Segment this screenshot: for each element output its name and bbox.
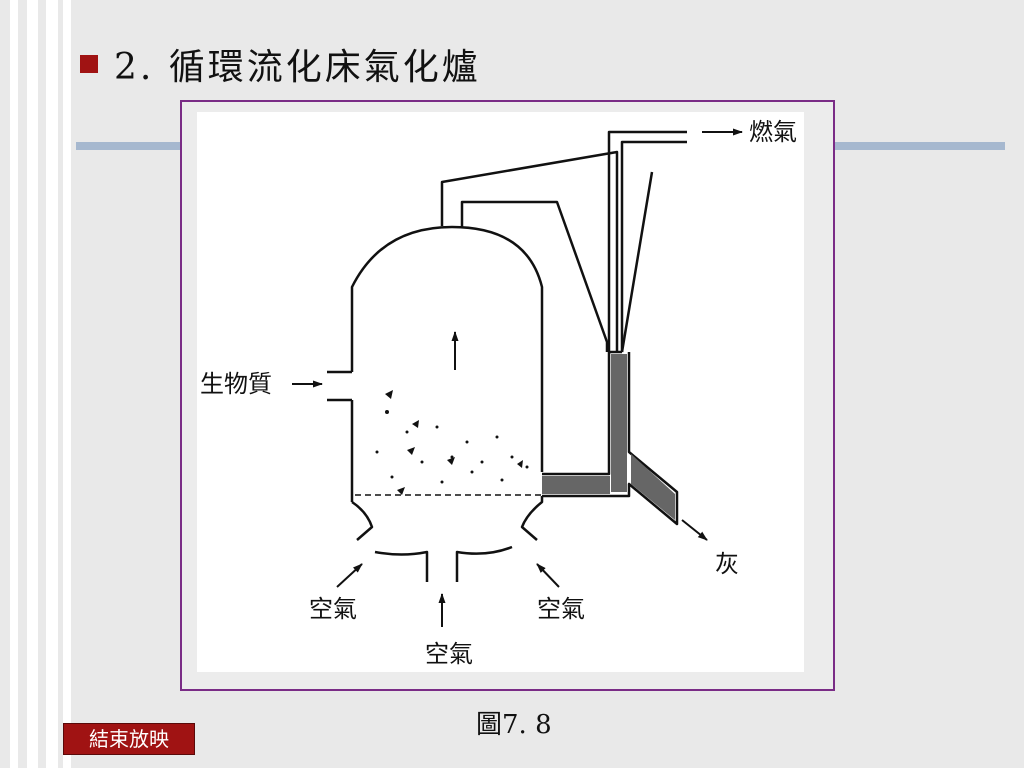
ash-arrow bbox=[681, 519, 708, 541]
bed-particles bbox=[375, 390, 529, 495]
accent-line-left bbox=[76, 142, 182, 150]
gasifier-diagram: 燃氣 生物質 灰 空氣 空氣 空氣 bbox=[200, 118, 797, 668]
figure-caption: 圖7. 8 bbox=[476, 710, 552, 740]
reactor-wall-left bbox=[350, 225, 544, 472]
cyclone-outer bbox=[607, 130, 687, 352]
reactor-bottom bbox=[351, 500, 374, 541]
figure-frame: 燃氣 生物質 灰 空氣 空氣 空氣 bbox=[180, 100, 835, 691]
end-show-button[interactable]: 結束放映 bbox=[63, 723, 195, 755]
reactor-bottom-right bbox=[520, 496, 544, 541]
air-nozzles bbox=[374, 545, 513, 582]
air-arrow-right bbox=[536, 563, 560, 588]
cyclone-cone bbox=[609, 171, 654, 354]
riser-duct-outer bbox=[440, 150, 619, 352]
label-biomass: 生物質 bbox=[200, 370, 272, 398]
figure-canvas: 燃氣 生物質 灰 空氣 空氣 空氣 bbox=[197, 112, 804, 672]
label-air-bottom: 空氣 bbox=[425, 640, 473, 668]
biomass-inlet bbox=[327, 370, 352, 402]
slide-title: 2. 循環流化床氣化爐 bbox=[114, 47, 481, 88]
accent-line-right bbox=[835, 142, 1005, 150]
title-row: 2. 循環流化床氣化爐 bbox=[80, 36, 481, 92]
air-arrow-left bbox=[336, 563, 363, 588]
riser-duct-inner bbox=[460, 200, 609, 352]
label-air-left: 空氣 bbox=[309, 595, 357, 623]
solids-fill bbox=[542, 354, 675, 520]
label-air-right: 空氣 bbox=[537, 595, 585, 623]
bullet-icon bbox=[80, 55, 98, 73]
label-flue-gas: 燃氣 bbox=[749, 118, 797, 146]
decorative-stripes bbox=[0, 0, 75, 768]
cyclone-inner bbox=[620, 140, 687, 352]
return-leg-outline bbox=[542, 352, 679, 526]
label-ash: 灰 bbox=[715, 550, 739, 578]
